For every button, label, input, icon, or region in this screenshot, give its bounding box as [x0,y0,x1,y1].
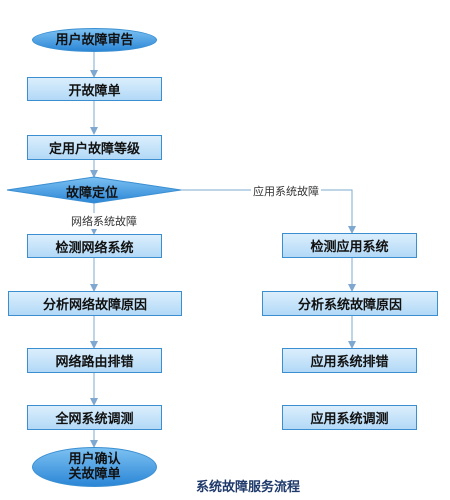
start-node: 用户故障审告 [32,28,157,52]
app-test-label: 应用系统调测 [310,412,389,427]
net-branch-label: 网络系统故障 [70,213,138,229]
set-level-label: 定用户故障等级 [48,142,140,157]
open-ticket-box: 开故障单 [27,77,162,101]
net-test-label: 全网系统调测 [55,412,134,427]
app-fix-label: 应用系统排错 [310,355,389,370]
end-node-line1: 用户确认 [68,452,121,467]
app-check-box: 检测应用系统 [282,233,417,258]
open-ticket-label: 开故障单 [68,83,121,99]
app-test-box: 应用系统调测 [282,405,417,430]
net-analyze-box: 分析网络故障原因 [8,291,182,316]
locate-label: 故障定位 [66,186,119,201]
net-route-box: 网络路由排错 [27,348,162,373]
diagram-caption: 系统故障服务流程 [196,480,301,495]
app-check-label: 检测应用系统 [310,240,389,255]
app-analyze-box: 分析系统故障原因 [262,291,438,316]
net-test-box: 全网系统调测 [27,405,162,430]
net-check-box: 检测网络系统 [27,234,162,258]
end-node-line2: 关故障单 [68,467,121,482]
set-level-box: 定用户故障等级 [27,135,162,160]
net-route-label: 网络路由排错 [55,355,134,370]
net-check-label: 检测网络系统 [55,240,134,256]
start-node-label: 用户故障审告 [55,32,134,48]
arrow-locate-to-app-check [181,189,356,234]
decision-diamond [6,176,182,204]
end-node: 用户确认 关故障单 [32,447,157,487]
net-analyze-label: 分析网络故障原因 [42,298,147,313]
app-branch-label: 应用系统故障 [251,183,321,199]
app-analyze-label: 分析系统故障原因 [297,298,402,313]
app-fix-box: 应用系统排错 [282,348,417,373]
